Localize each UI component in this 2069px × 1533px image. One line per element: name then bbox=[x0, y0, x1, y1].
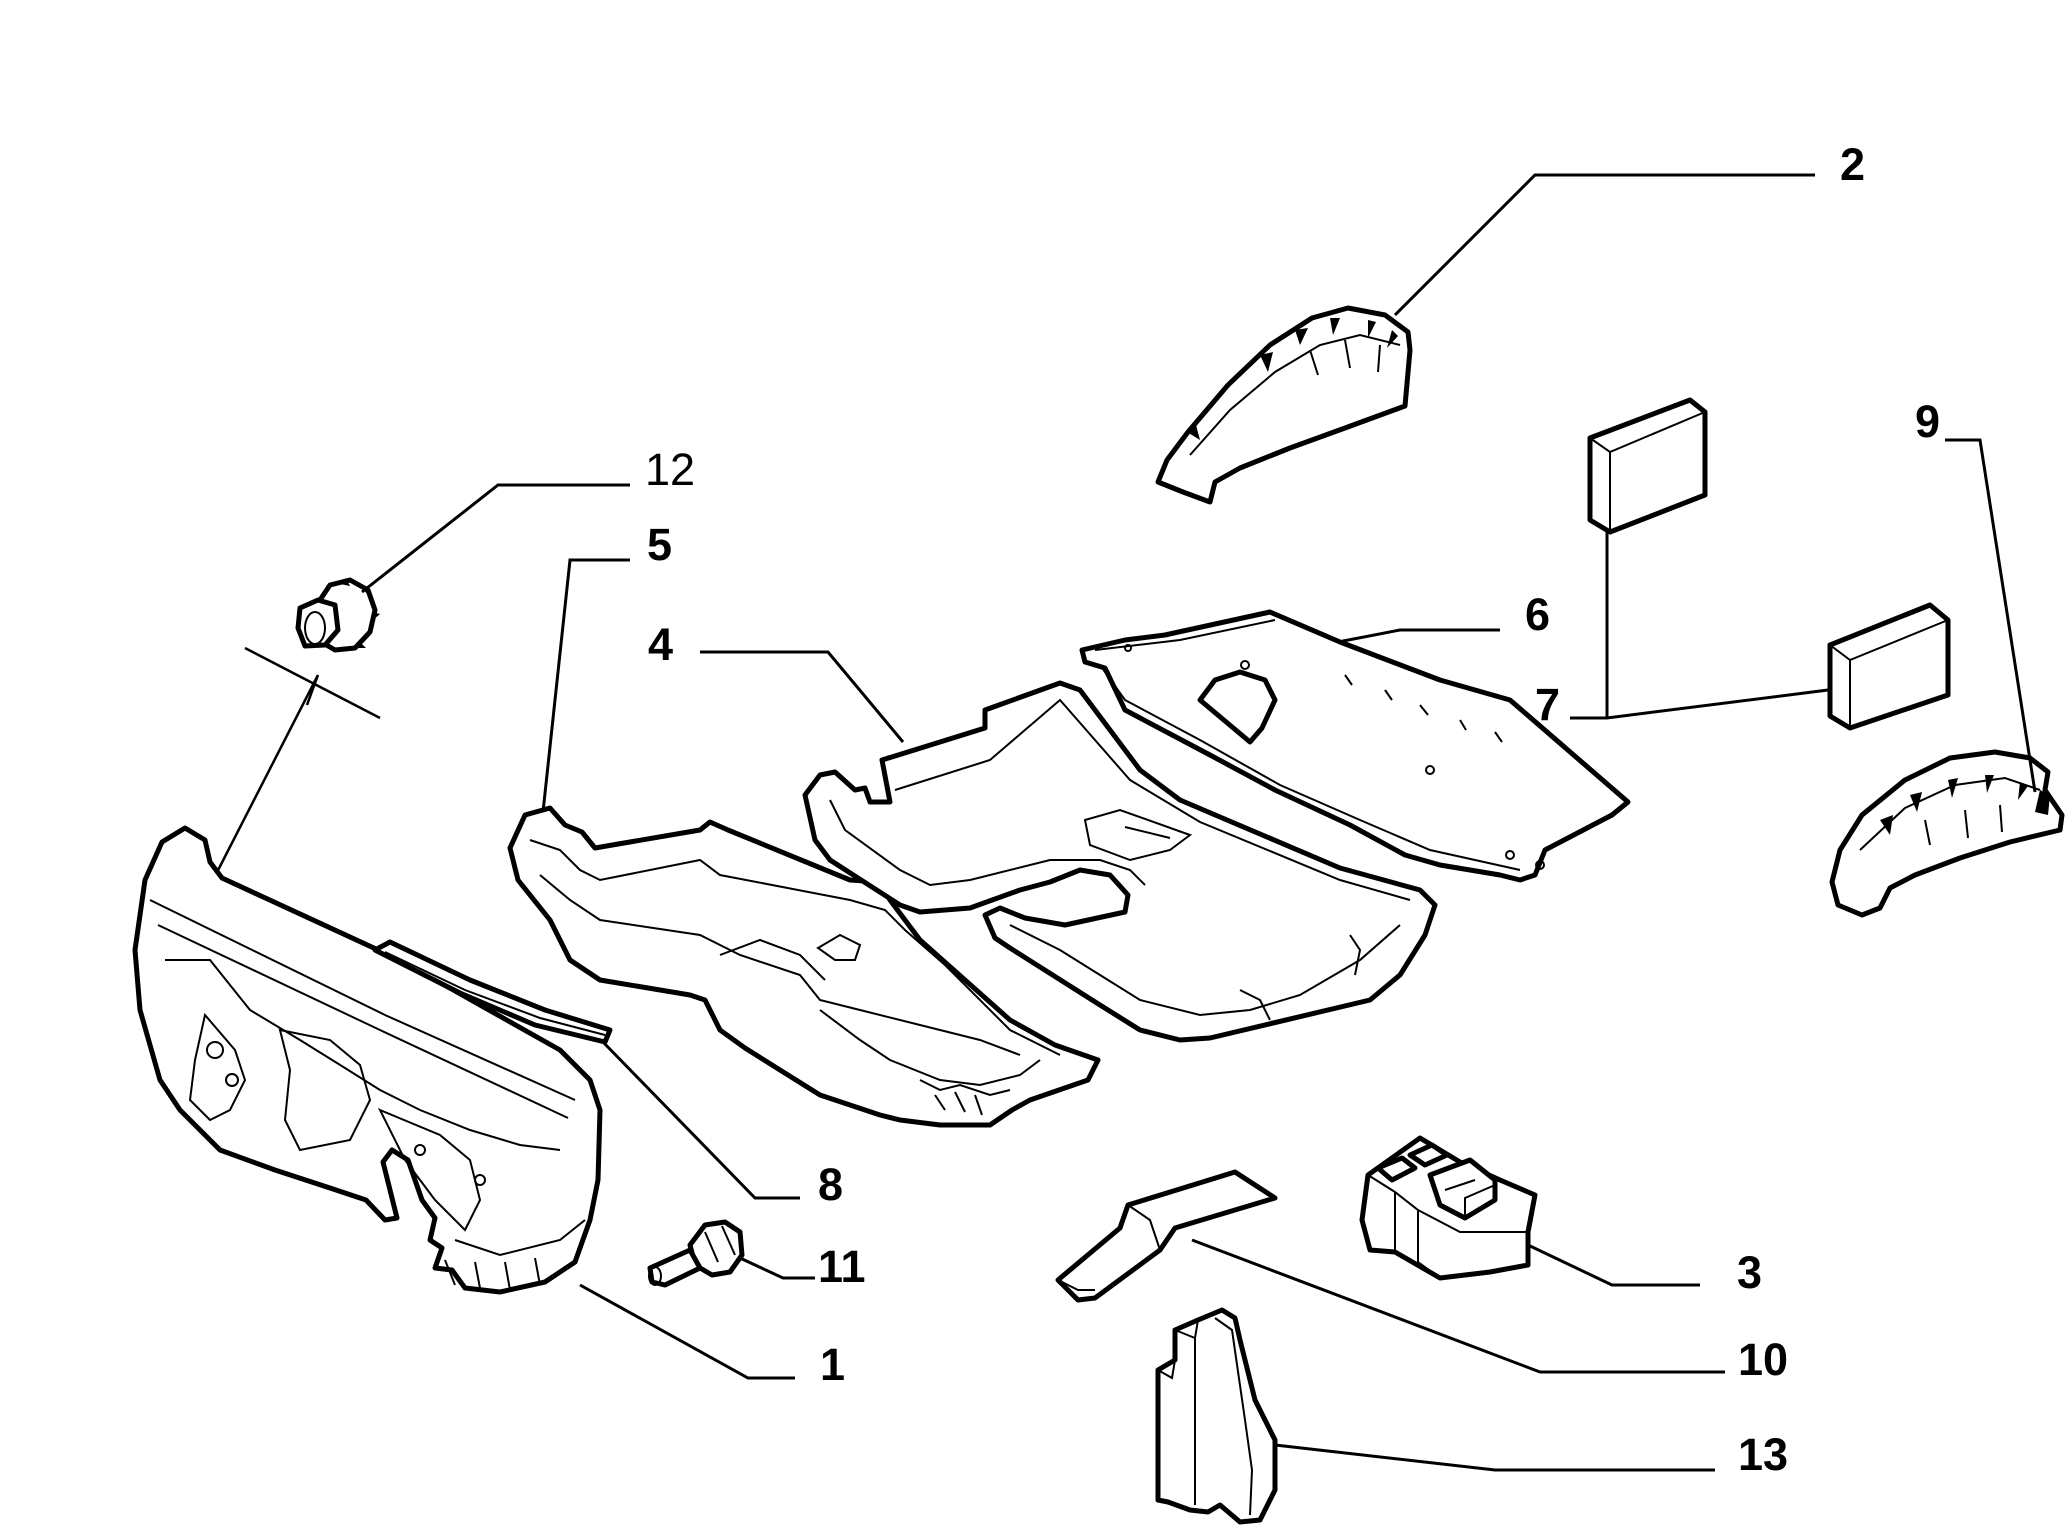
leader-1 bbox=[579, 1283, 795, 1380]
part-7-lower-block bbox=[1827, 602, 1951, 731]
part-8-seal-strip bbox=[372, 939, 613, 1045]
callout-13: 13 bbox=[1738, 1429, 1788, 1480]
part-7-upper-block bbox=[1587, 397, 1708, 535]
part-6-rear-panel bbox=[1079, 609, 1631, 883]
leader-5 bbox=[541, 558, 630, 813]
callout-3: 3 bbox=[1737, 1247, 1762, 1298]
part-10-angled-pad bbox=[1055, 1169, 1278, 1303]
part-9-wheel-arch-shield bbox=[1829, 749, 2065, 918]
leader-13 bbox=[1274, 1443, 1715, 1472]
part-5-rear-floor-insulation bbox=[507, 805, 1101, 1128]
leader-8 bbox=[601, 1040, 800, 1200]
callout-4: 4 bbox=[648, 619, 673, 670]
part-3-foam-insert bbox=[1359, 1135, 1538, 1281]
callout-6: 6 bbox=[1525, 589, 1550, 640]
leader-2 bbox=[1393, 173, 1815, 317]
callout-9: 9 bbox=[1915, 396, 1940, 447]
callout-11: 11 bbox=[818, 1241, 866, 1292]
leader-4 bbox=[700, 650, 905, 743]
assembly-marker bbox=[210, 646, 381, 883]
leader-11 bbox=[739, 1256, 815, 1280]
callout-7: 7 bbox=[1535, 679, 1560, 730]
leader-6 bbox=[1337, 628, 1500, 644]
leader-12 bbox=[361, 483, 630, 594]
part-1-bulkhead-insulation bbox=[132, 825, 603, 1295]
callout-8: 8 bbox=[818, 1159, 843, 1210]
leader-7 bbox=[1570, 532, 1829, 720]
leader-10 bbox=[1191, 1238, 1725, 1374]
callout-5: 5 bbox=[647, 519, 672, 570]
leader-3 bbox=[1527, 1243, 1700, 1287]
callout-1: 1 bbox=[820, 1339, 845, 1390]
part-4-front-floor-carpet bbox=[802, 680, 1438, 1043]
part-11-bolt bbox=[647, 1219, 745, 1288]
callout-2: 2 bbox=[1840, 139, 1865, 190]
part-2-wheel-arch-shield bbox=[1155, 305, 1413, 505]
part-12-grommet bbox=[295, 577, 380, 653]
part-13-support-block bbox=[1155, 1307, 1278, 1525]
callout-10: 10 bbox=[1738, 1334, 1788, 1385]
leader-9 bbox=[1945, 438, 2037, 793]
callout-12: 12 bbox=[645, 444, 695, 495]
